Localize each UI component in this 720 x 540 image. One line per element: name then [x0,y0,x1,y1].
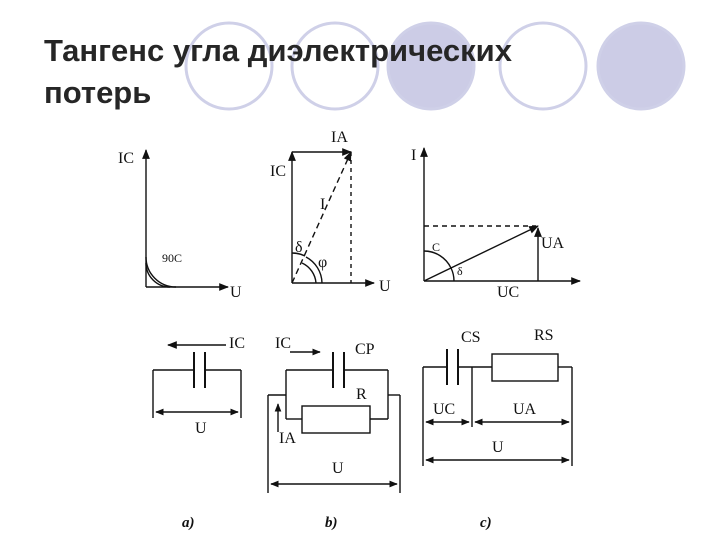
label-u-a: U [230,284,242,301]
label-r-circuit-b: R [356,386,367,403]
label-angle-a: 90С [162,251,182,265]
delta-arc-c [450,267,455,282]
deco-circle-5 [596,21,686,111]
caption-a: а) [182,515,195,531]
label-small-c: С [432,240,440,254]
label-ic-circuit-b: IC [275,335,291,352]
label-ic-a: IC [118,150,134,167]
label-ic-b: IC [270,163,286,180]
label-rs-circuit-c: RS [534,327,554,344]
circuit-b [267,348,401,493]
phi-arc-b-inner [301,262,317,284]
label-delta-b: δ [295,239,303,256]
resistor-c [491,353,559,382]
label-uc-c: UC [497,284,519,301]
deco-circle-3 [386,21,476,111]
label-u-circuit-b: U [332,460,344,477]
label-ia-circuit-b: IA [279,430,296,447]
deco-circle-2 [290,21,380,111]
angle-arc-a [145,256,177,288]
label-ic-circuit-a: IC [229,335,245,352]
label-u-circuit-c: U [492,439,504,456]
label-cp-circuit-b: CP [355,341,375,358]
deco-circle-1 [184,21,274,111]
vector-total-c [423,225,539,282]
caption-c: с) [480,515,492,531]
vector-diagram-a [142,149,229,291]
label-i-b: I [320,196,325,213]
deco-circle-4 [498,21,588,111]
label-ua-circuit-c: UA [513,401,537,418]
label-uc-circuit-c: UC [433,401,455,418]
vector-diagram-b [288,148,375,287]
label-ua-c: UA [541,235,565,252]
label-delta-c: δ [457,264,463,278]
vector-diagram-c [420,147,581,285]
circuit-c [422,349,573,466]
label-u-b: U [379,278,391,295]
label-u-circuit-a: U [195,420,207,437]
label-phi-b: φ [318,254,327,271]
label-cs-circuit-c: CS [461,329,481,346]
caption-b: b) [325,515,338,531]
slide-title: Тангенс угла диэлектрических потерь [44,33,512,110]
angle-arc-a-inner [145,262,171,288]
delta-arc-b [291,252,306,257]
resistor-b [301,405,371,434]
angle-arc-c [423,250,452,269]
phi-arc-b [305,256,323,284]
vector-i-b [291,151,352,284]
label-i-c: I [411,147,416,164]
label-ia-b: IA [331,129,348,146]
circuit-a [152,341,242,418]
